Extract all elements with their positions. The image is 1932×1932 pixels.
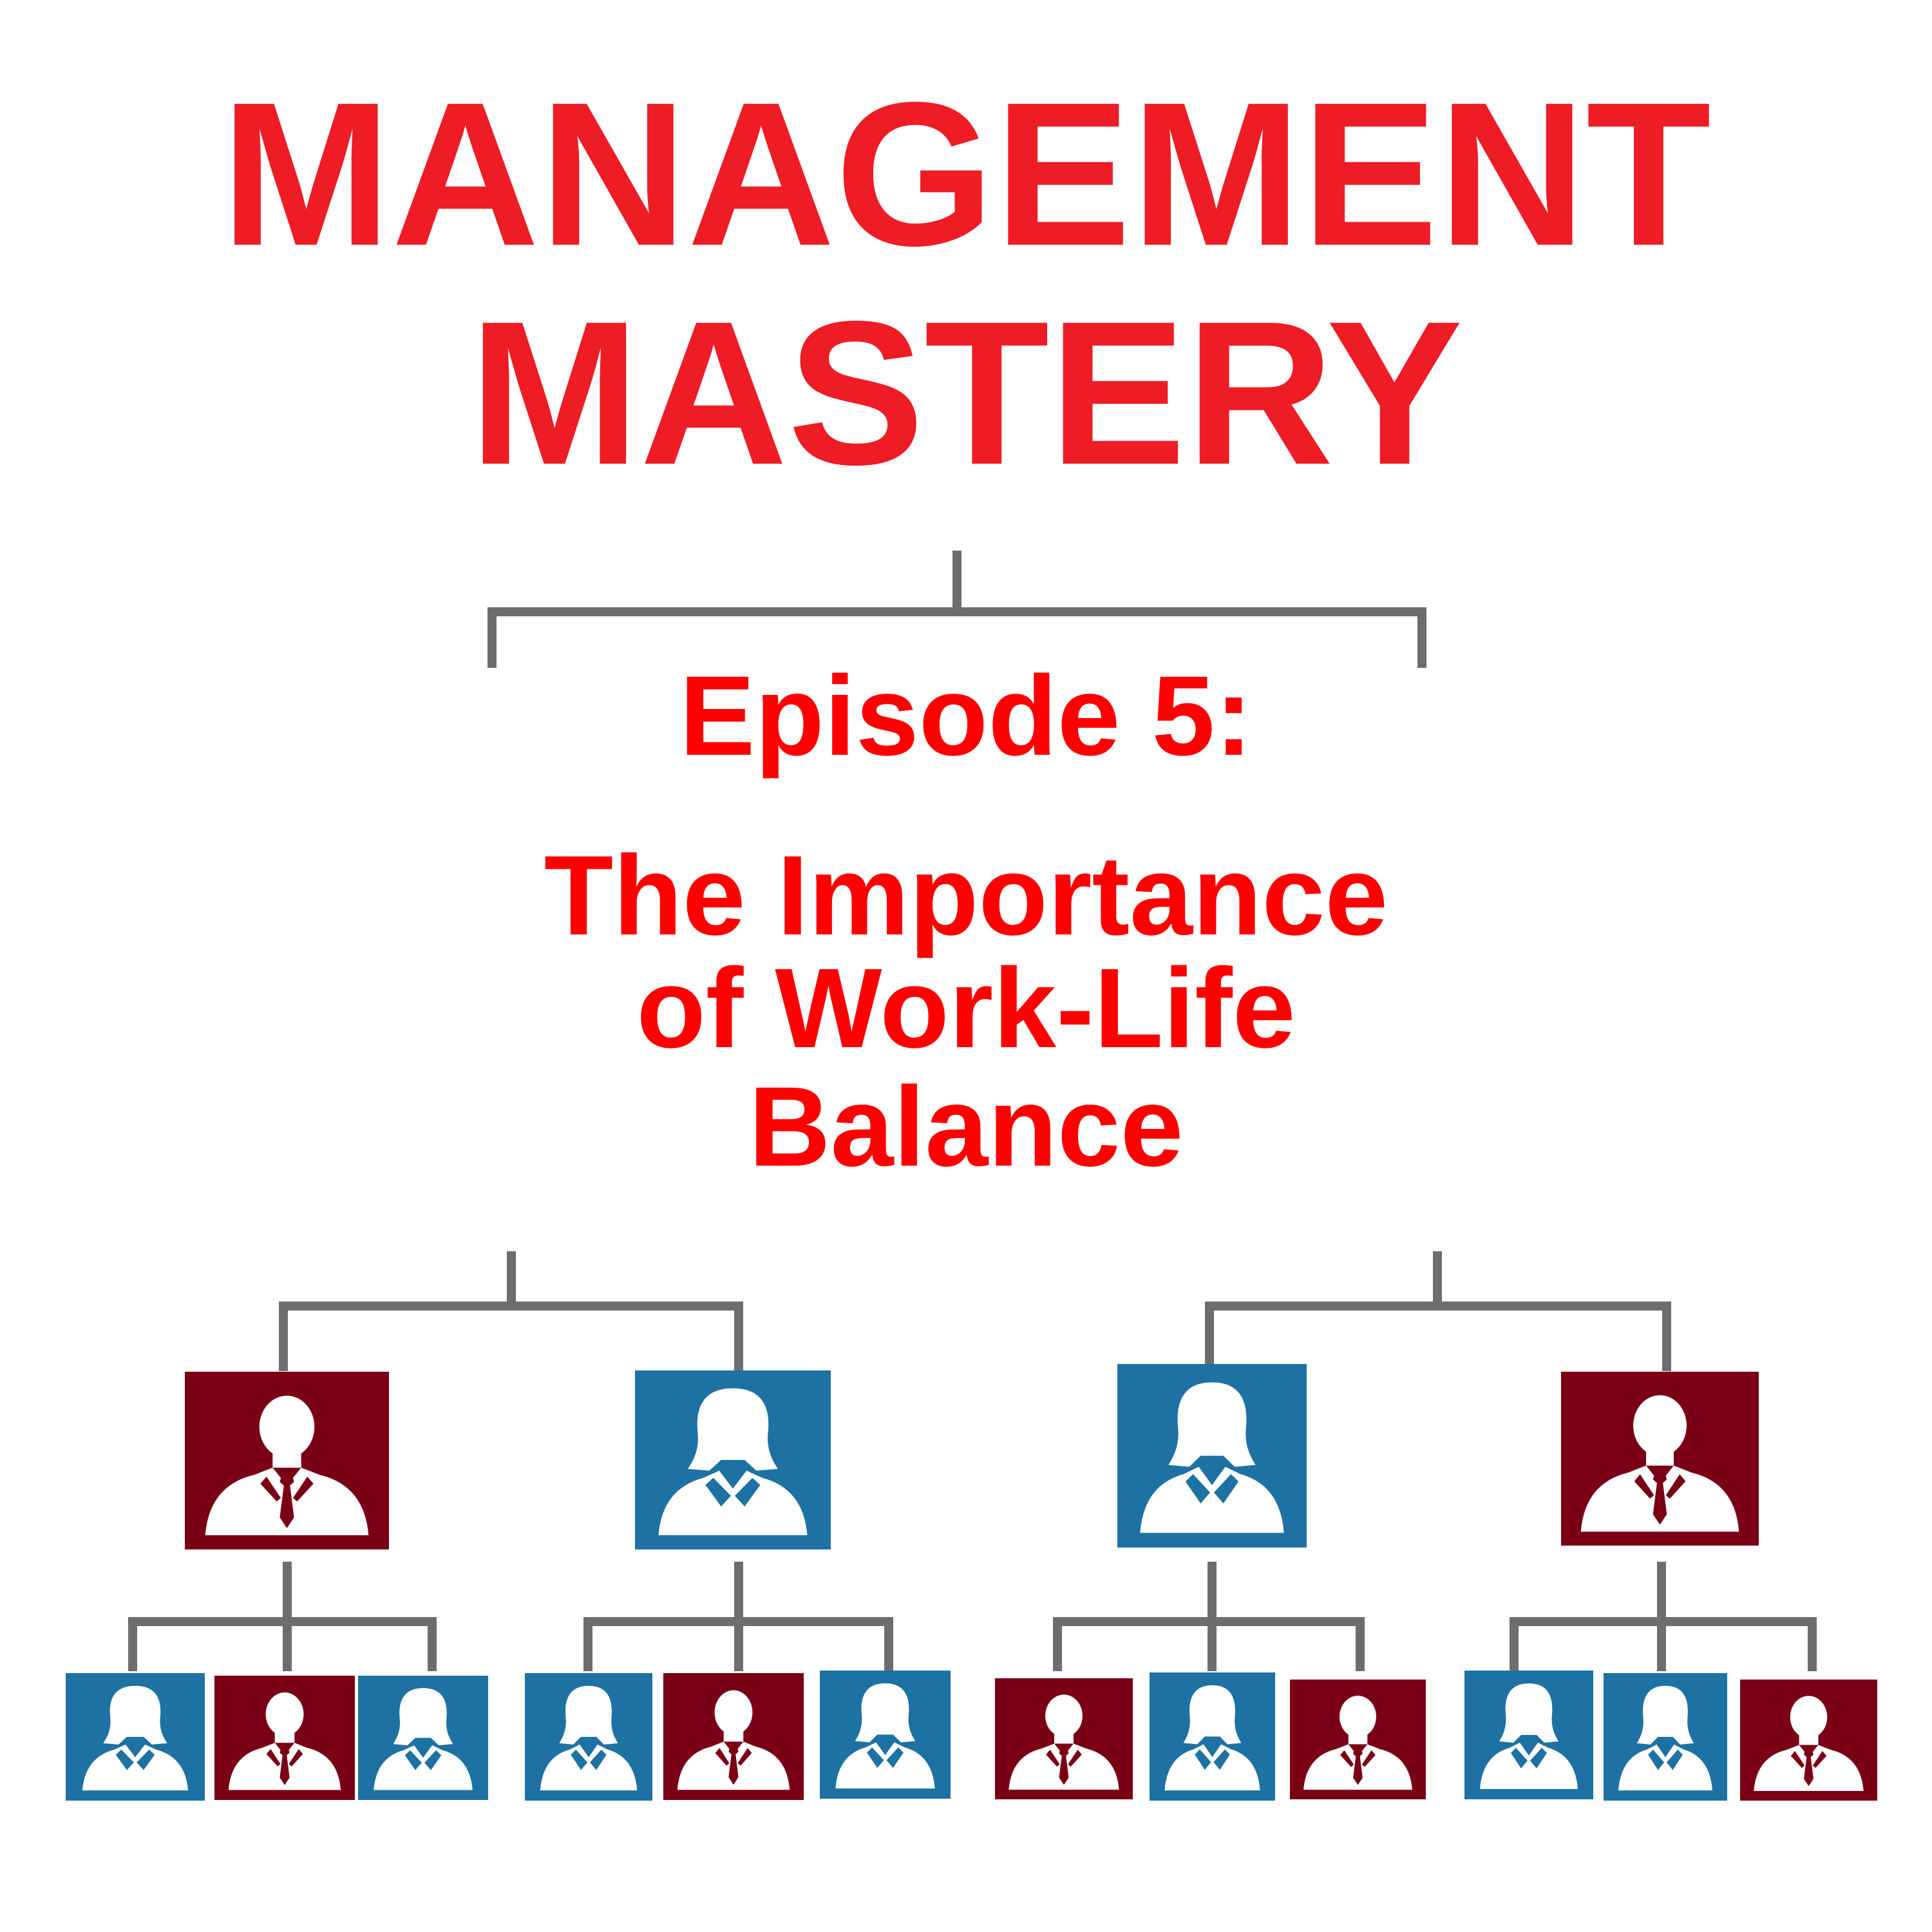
female-person-icon [1604, 1673, 1727, 1801]
male-person-icon [995, 1678, 1133, 1799]
report-box-4-2 [1604, 1673, 1727, 1801]
episode-label: Episode 5: [679, 653, 1253, 779]
episode-topic-line-2: of Work-Life [636, 945, 1296, 1072]
manager-box-4 [1561, 1372, 1759, 1546]
male-person-icon [214, 1676, 355, 1800]
title-line-1: MANAGEMENT [220, 60, 1712, 289]
report-box-4-1 [1464, 1671, 1593, 1799]
female-person-icon [525, 1673, 652, 1801]
manager-box-3 [1117, 1364, 1307, 1548]
female-person-icon [1464, 1671, 1593, 1799]
male-person-icon [663, 1673, 804, 1800]
manager-box-1 [185, 1372, 389, 1549]
male-person-icon [1290, 1680, 1426, 1799]
report-box-3-2 [1150, 1672, 1275, 1801]
manager-box-2 [635, 1370, 831, 1549]
male-person-icon [185, 1372, 389, 1549]
female-person-icon [820, 1671, 951, 1799]
report-box-1-3 [358, 1676, 488, 1800]
report-box-4-3 [1740, 1680, 1877, 1801]
title-line-2: MASTERY [469, 279, 1463, 507]
report-box-3-3 [1290, 1680, 1426, 1799]
female-person-icon [358, 1676, 488, 1800]
episode-topic-line-1: The Importance [544, 833, 1388, 959]
report-box-3-1 [995, 1678, 1133, 1799]
male-person-icon [1740, 1680, 1877, 1801]
female-person-icon [1150, 1672, 1275, 1801]
female-person-icon [66, 1673, 205, 1801]
report-box-2-3 [820, 1671, 951, 1799]
female-person-icon [635, 1370, 831, 1549]
report-box-2-2 [663, 1673, 804, 1800]
male-person-icon [1561, 1372, 1759, 1546]
episode-topic-line-3: Balance [748, 1064, 1184, 1190]
report-box-2-1 [525, 1673, 652, 1801]
report-box-1-2 [214, 1676, 355, 1800]
female-person-icon [1117, 1364, 1307, 1548]
report-box-1-1 [66, 1673, 205, 1801]
